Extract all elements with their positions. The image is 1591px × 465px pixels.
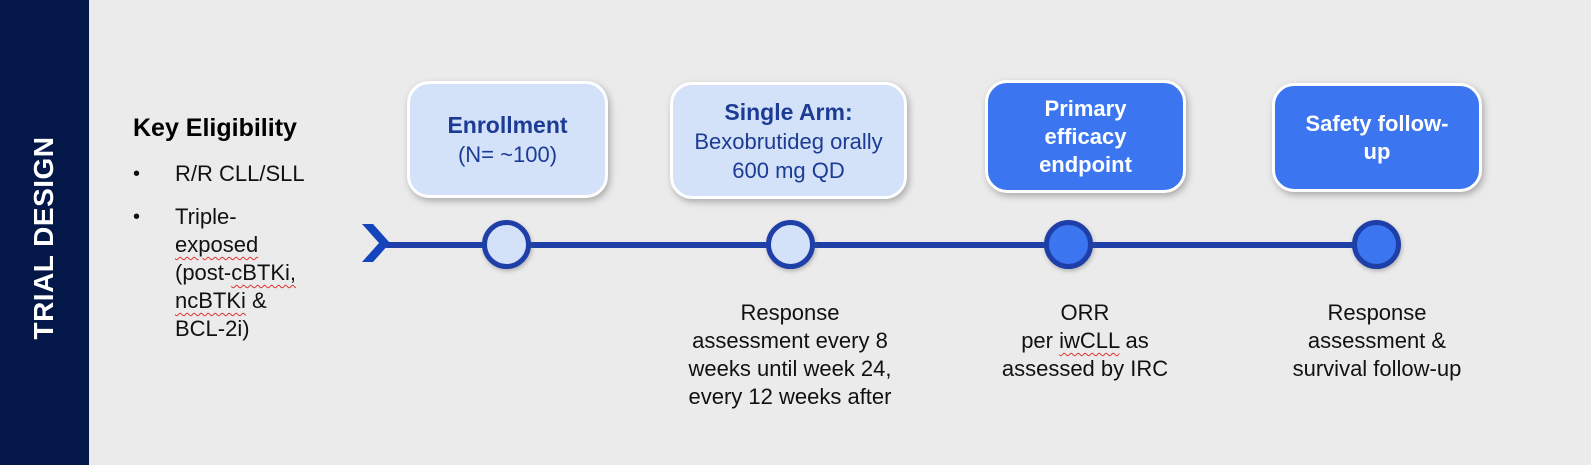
- bullet-text: R/R CLL/SLL: [175, 161, 305, 186]
- flow-box-line: endpoint: [1039, 151, 1132, 177]
- sidebar: TRIAL DESIGN: [0, 0, 89, 465]
- note-line: assessment every 8: [692, 328, 888, 353]
- timeline-start-arrow-icon: [362, 224, 390, 262]
- note-line: every 12 weeks after: [688, 384, 892, 409]
- misspelled-word: iwCLL: [1059, 328, 1120, 353]
- flow-box-primary-efficacy-endpoint: Primary efficacy endpoint: [985, 80, 1186, 193]
- note-line: weeks until week 24,: [688, 356, 892, 381]
- note-line: Response: [1327, 300, 1427, 325]
- note-line: as: [1119, 328, 1149, 353]
- timeline-node-enrollment: [482, 220, 531, 269]
- flow-box-enrollment: Enrollment (N= ~100): [407, 81, 608, 198]
- note-response-assessment-survival: Response assessment & survival follow-up: [1262, 299, 1492, 383]
- bullet-icon: •: [133, 206, 141, 228]
- flow-box-title: Enrollment: [447, 112, 568, 138]
- timeline-node-safety-follow-up: [1352, 220, 1401, 269]
- note-line: Response: [740, 300, 840, 325]
- bullet-line: BCL-2i): [175, 316, 250, 341]
- flow-box-line: 600 mg QD: [732, 157, 845, 183]
- sidebar-vertical-title: TRIAL DESIGN: [28, 136, 59, 340]
- key-eligibility-heading: Key Eligibility: [133, 114, 297, 142]
- flow-box-line: (N= ~100): [457, 142, 558, 167]
- timeline-line: [383, 242, 1378, 248]
- flow-box-line: Safety follow-: [1305, 110, 1449, 136]
- timeline-node-primary-endpoint: [1044, 220, 1093, 269]
- misspelled-word: ncBTKi: [175, 288, 246, 313]
- flow-box-single-arm: Single Arm: Bexobrutideg orally 600 mg Q…: [670, 82, 907, 199]
- key-eligibility-section: Key Eligibility • R/R CLL/SLL • Triple-e…: [133, 114, 373, 358]
- note-line: per: [1021, 328, 1060, 353]
- bullet-line: &: [245, 288, 267, 313]
- bullet-item-rr-cll-sll: • R/R CLL/SLL: [133, 160, 373, 188]
- flow-box-line: efficacy: [1044, 123, 1127, 149]
- flow-box-line: Bexobrutideg orally: [694, 128, 883, 154]
- bullet-line: Triple-: [175, 204, 237, 229]
- note-orr-per-iwcll: ORR per iwCLL as assessed by IRC: [985, 299, 1185, 383]
- note-line: survival follow-up: [1292, 356, 1462, 381]
- bullet-icon: •: [133, 163, 141, 185]
- note-line: assessed by IRC: [1001, 356, 1169, 381]
- bullet-text: Triple-exposed (post-cBTKi, ncBTKi & BCL-2i…: [175, 203, 373, 343]
- timeline-node-single-arm: [766, 220, 815, 269]
- note-line: assessment &: [1307, 328, 1447, 353]
- bullet-item-triple-exposed: • Triple-exposed (post-cBTKi, ncBTKi & BCL-…: [133, 203, 373, 343]
- flow-box-line: Primary: [1044, 95, 1127, 121]
- flow-box-safety-follow-up: Safety follow- up: [1272, 83, 1482, 192]
- misspelled-word: exposed: [175, 232, 259, 257]
- bullet-line: (post-: [175, 260, 232, 285]
- flow-box-line: up: [1363, 138, 1391, 164]
- misspelled-word: cBTKi,: [231, 260, 297, 285]
- note-line: ORR: [1060, 300, 1110, 325]
- flow-box-title: Single Arm:: [724, 98, 853, 125]
- note-response-assessment-schedule: Response assessment every 8 weeks until …: [675, 299, 905, 411]
